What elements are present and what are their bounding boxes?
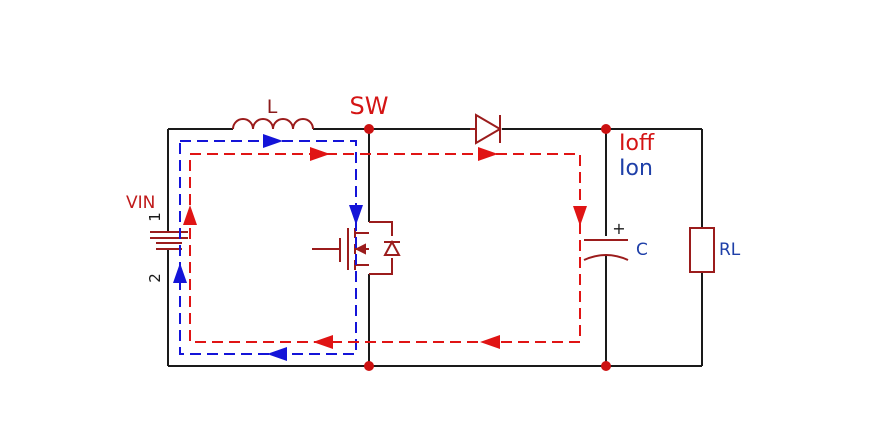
ioff-arrow-top-right xyxy=(478,147,498,161)
junction-top-right xyxy=(601,124,611,134)
junction-bottom-cap xyxy=(601,361,611,371)
junction-bottom-switch xyxy=(364,361,374,371)
inductor-label: L xyxy=(267,96,278,118)
switch-node-label: SW xyxy=(350,92,389,120)
ioff-label: Ioff xyxy=(619,131,655,156)
ioff-arrow-top-left xyxy=(310,147,330,161)
ion-arrow-left xyxy=(173,263,187,283)
ion-arrow-bottom xyxy=(267,347,287,361)
capacitor-symbol xyxy=(583,239,629,261)
vin-pin1-label: 1 xyxy=(146,212,164,222)
ion-arrow-top xyxy=(263,134,283,148)
inductor-coil xyxy=(232,118,314,130)
ioff-arrow-bottom-left xyxy=(313,335,333,349)
vin-label: VIN xyxy=(126,193,155,213)
load-resistor-symbol xyxy=(689,227,715,273)
ion-current-path xyxy=(173,134,363,361)
ion-arrow-switch xyxy=(349,205,363,225)
capacitor-label: C xyxy=(636,240,648,260)
ioff-arrow-left xyxy=(183,205,197,225)
junction-dots xyxy=(364,124,611,371)
ioff-arrow-cap xyxy=(573,206,587,226)
load-label: RL xyxy=(719,240,741,260)
capacitor-polarity-label: + xyxy=(612,219,625,238)
ioff-arrow-bottom-right xyxy=(480,335,500,349)
junction-sw-node xyxy=(364,124,374,134)
ion-label: Ion xyxy=(619,156,653,181)
mosfet-symbol xyxy=(312,221,401,275)
vin-pin2-label: 2 xyxy=(146,273,164,283)
vin-source-symbol xyxy=(150,231,188,250)
wires xyxy=(167,128,703,367)
ioff-current-path xyxy=(183,147,587,349)
diode-symbol xyxy=(470,113,502,145)
